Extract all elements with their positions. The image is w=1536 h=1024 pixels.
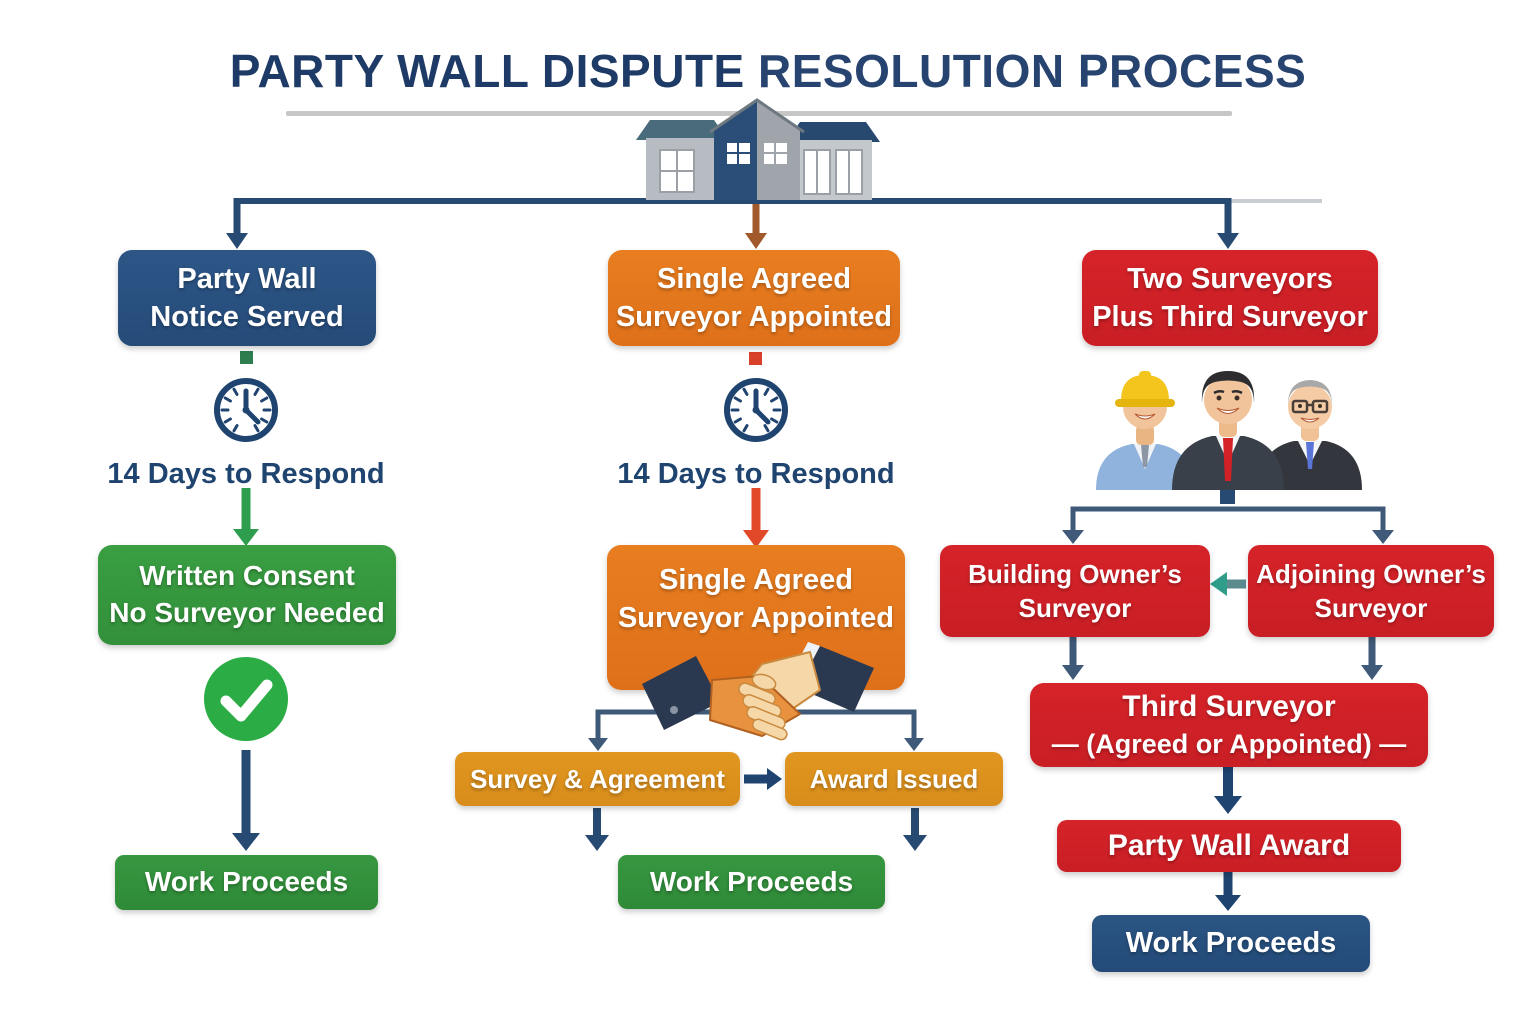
arrow-survey-down xyxy=(585,808,609,851)
page-title: PARTY WALL DISPUTE RESOLUTION PROCESS xyxy=(0,44,1536,98)
page-title-emphasis: PARTY WALL DISPUTE xyxy=(229,45,745,97)
node-single-agreed-surveyor-top: Single Agreed Surveyor Appointed xyxy=(608,250,900,346)
node-survey-agreement: Survey & Agreement xyxy=(455,752,740,806)
clock-icon xyxy=(214,378,278,442)
surveyor-senior xyxy=(1258,380,1362,490)
surveyors-icon xyxy=(1096,371,1362,490)
arrow-third-to-award xyxy=(1214,767,1242,814)
arrow-award-to-work xyxy=(1215,872,1241,911)
clock-icon xyxy=(724,378,788,442)
handshake-icon xyxy=(642,642,874,741)
node-adjoining-owners-surveyor: Adjoining Owner’s Surveyor xyxy=(1248,545,1494,637)
check-icon xyxy=(204,657,288,741)
node-single-agreed-surveyor: Single Agreed Surveyor Appointed xyxy=(607,545,905,690)
label-14-days-middle: 14 Days to Respond xyxy=(617,458,895,490)
label-14-days-left: 14 Days to Respond xyxy=(107,458,385,490)
arrow-adjoining-down xyxy=(1361,637,1383,680)
surveyor-lead xyxy=(1172,371,1284,490)
arrow-award-down xyxy=(903,808,927,851)
arrow-teal-adjoining-to-building xyxy=(1210,572,1246,596)
arrow-navy-to-work-left xyxy=(232,750,260,851)
arrow-down-right xyxy=(1217,198,1239,249)
surveyor-hardhat xyxy=(1096,371,1194,490)
arrow-down-left xyxy=(226,198,248,249)
node-work-proceeds-left: Work Proceeds xyxy=(115,855,378,910)
page-title-rest: RESOLUTION PROCESS xyxy=(758,45,1307,97)
node-work-proceeds-middle: Work Proceeds xyxy=(618,855,885,909)
branch-right xyxy=(1062,506,1394,544)
house-icon xyxy=(636,98,880,200)
stub-red-square xyxy=(749,352,762,365)
node-written-consent: Written Consent No Surveyor Needed xyxy=(98,545,396,645)
node-party-wall-award: Party Wall Award xyxy=(1057,820,1401,872)
arrow-down-center-brown xyxy=(745,204,767,249)
node-third-surveyor: Third Surveyor — (Agreed or Appointed) — xyxy=(1030,683,1428,767)
arrow-building-down xyxy=(1062,637,1084,680)
arrow-green-consent xyxy=(233,488,259,546)
arrow-survey-to-award xyxy=(744,768,782,790)
node-party-wall-notice: Party Wall Notice Served xyxy=(118,250,376,346)
stub-navy-square xyxy=(1220,489,1235,504)
node-work-proceeds-right: Work Proceeds xyxy=(1092,915,1370,972)
node-two-surveyors: Two Surveyors Plus Third Surveyor xyxy=(1082,250,1378,346)
arrow-red-appointed xyxy=(743,488,769,548)
stub-green-square xyxy=(240,351,253,364)
node-award-issued: Award Issued xyxy=(785,752,1003,806)
node-building-owners-surveyor: Building Owner’s Surveyor xyxy=(940,545,1210,637)
